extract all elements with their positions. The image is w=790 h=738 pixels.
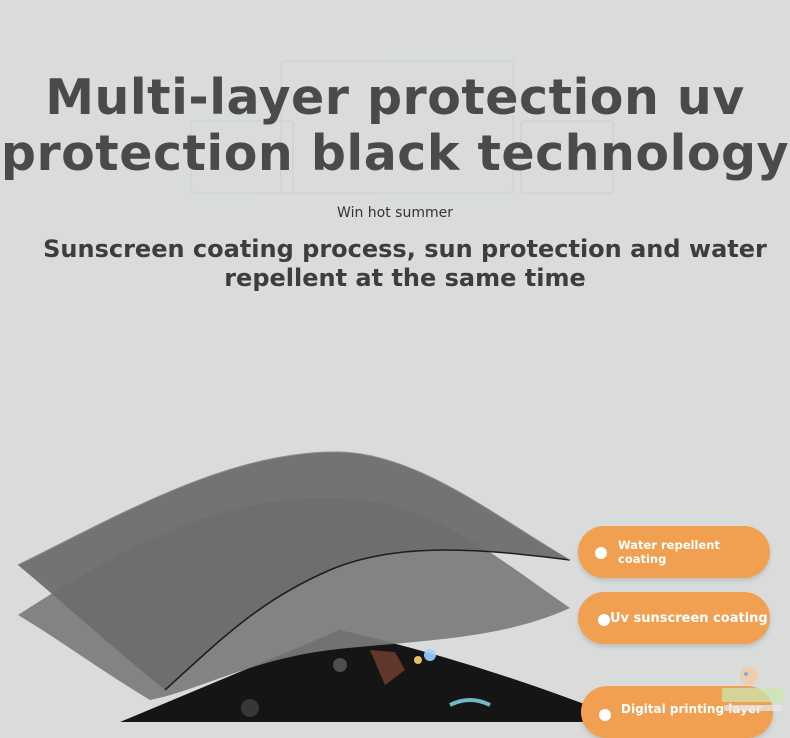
headline: Multi-layer protection uv protection bla… (0, 70, 790, 182)
layer-label-text: Water repellent coating (618, 538, 720, 566)
fabric-print-pattern (241, 649, 491, 717)
headline-line-1: Multi-layer protection uv (45, 69, 745, 126)
bullet-dot-icon (599, 709, 611, 721)
tagline: Win hot summer (337, 205, 453, 221)
headline-line-2: protection black technology (0, 125, 790, 182)
bullet-dot-icon (598, 614, 610, 626)
watermark-logo-icon (722, 667, 784, 711)
layer-label-uv-sunscreen: Uv sunscreen coating (578, 592, 770, 644)
subheading: Sunscreen coating process, sun protectio… (40, 235, 770, 293)
layer-illustration (17, 451, 600, 722)
background-image-ghost (190, 60, 614, 200)
subheading-line-2: repellent at the same time (224, 264, 586, 292)
layer-label-water-repellent: Water repellent coating (578, 526, 770, 578)
layer-label-text: Uv sunscreen coating (610, 610, 768, 626)
water-repellent-film-layer (18, 451, 570, 690)
bullet-dot-icon (595, 547, 607, 559)
subheading-line-1: Sunscreen coating process, sun protectio… (43, 235, 767, 263)
printed-fabric-layer (120, 630, 600, 722)
